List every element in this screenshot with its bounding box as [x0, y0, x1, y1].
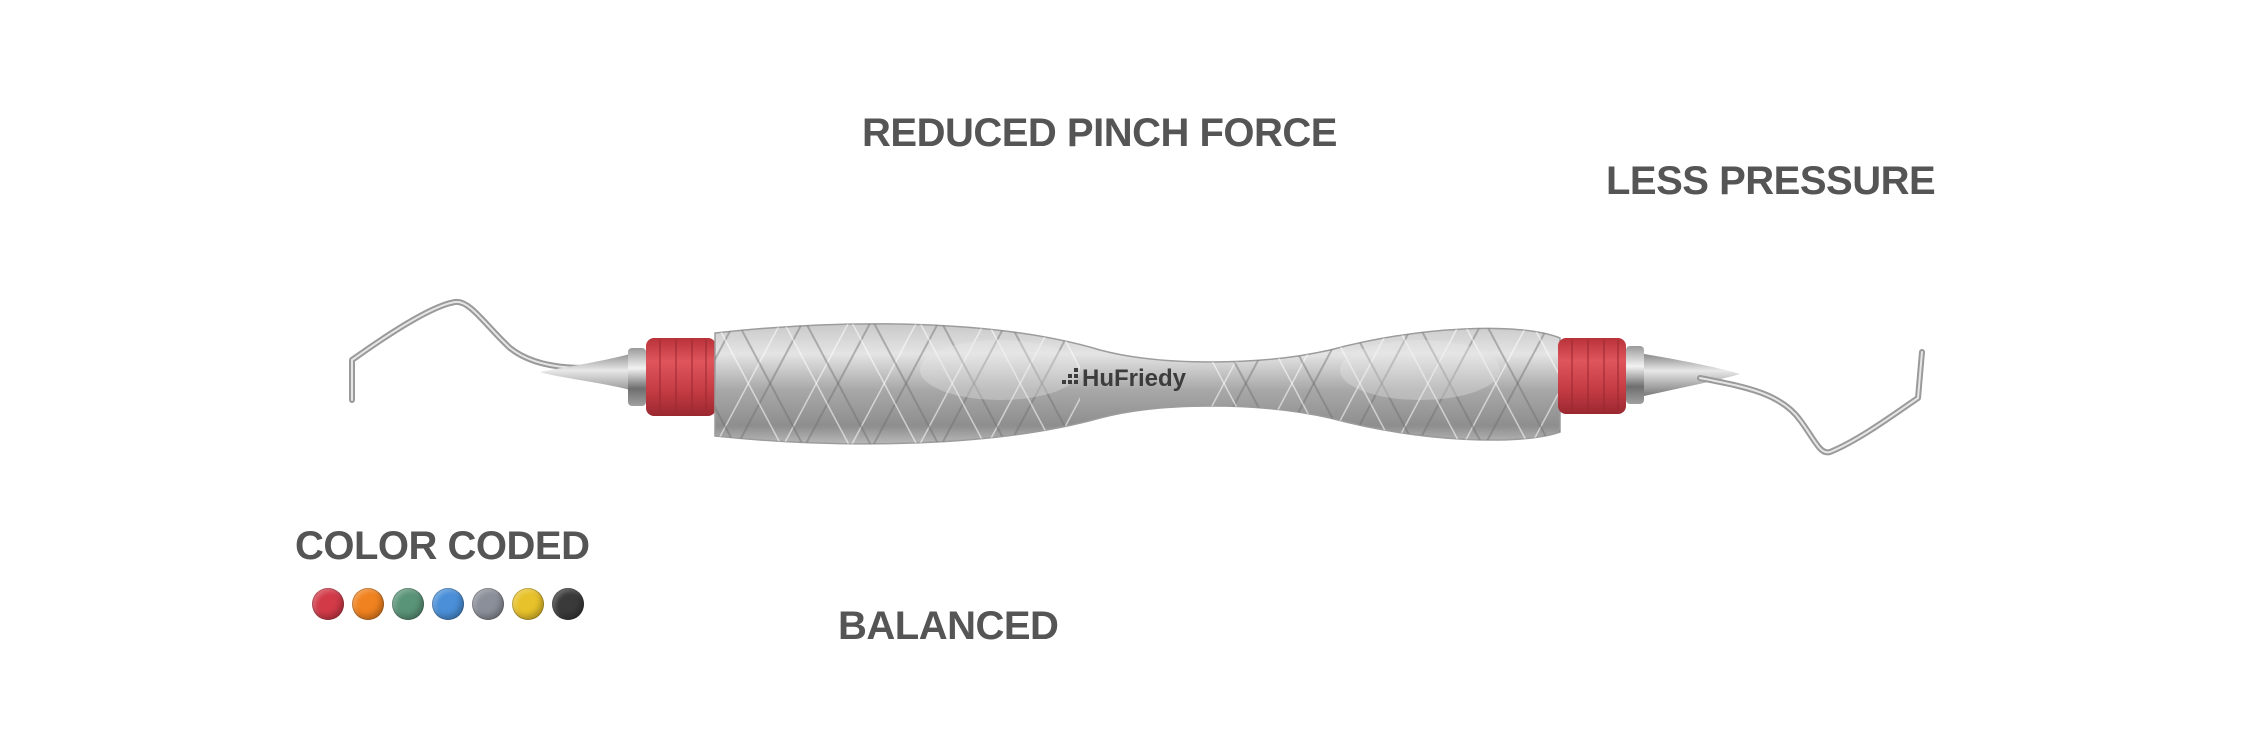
feature-label-color-coded: COLOR CODED: [295, 524, 590, 568]
color-swatch-blue: [432, 588, 464, 620]
brand-logo: HuFriedy: [1062, 365, 1187, 392]
feature-label-reduced-pinch-force: REDUCED PINCH FORCE: [862, 111, 1337, 155]
color-swatch-black: [552, 588, 584, 620]
color-swatch-gray: [472, 588, 504, 620]
feature-label-less-pressure: LESS PRESSURE: [1606, 159, 1936, 203]
right-shank: [1644, 354, 1740, 396]
color-swatch-red: [312, 588, 344, 620]
left-color-collar: [646, 338, 716, 416]
right-color-collar: [1558, 338, 1626, 414]
color-swatch-green: [392, 588, 424, 620]
right-steel-ring: [1626, 346, 1644, 404]
left-shank: [540, 352, 640, 398]
feature-label-balanced: BALANCED: [838, 604, 1059, 648]
color-swatch-orange: [352, 588, 384, 620]
left-working-tip: [349, 298, 635, 403]
logo-dots-icon: [1062, 368, 1078, 384]
color-swatch-row: [312, 588, 584, 620]
left-steel-ring: [628, 348, 646, 406]
color-swatch-yellow: [512, 588, 544, 620]
brand-logo-text: HuFriedy: [1082, 365, 1187, 392]
